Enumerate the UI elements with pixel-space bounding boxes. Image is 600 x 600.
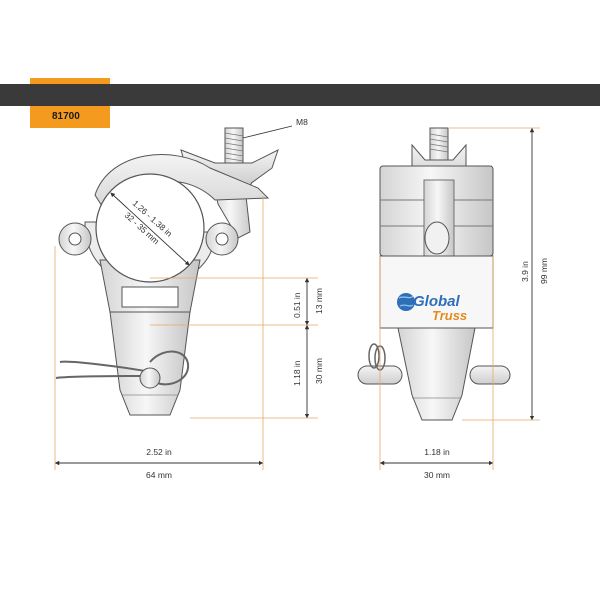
front-spigot	[109, 311, 191, 416]
logo-word-global: Global	[413, 293, 461, 310]
side-view	[357, 127, 511, 421]
front-width-mm: 64 mm	[146, 470, 172, 480]
height-mm: 99 mm	[539, 258, 549, 284]
side-width-mm: 30 mm	[424, 470, 450, 480]
gap-mm: 13 mm	[314, 288, 324, 314]
front-guide-lines	[54, 196, 318, 470]
bolt-size-label: M8	[296, 117, 308, 127]
header-accent-tab	[30, 78, 110, 84]
spigot-in: 1.18 in	[292, 360, 302, 386]
front-view: 1.26 - 1.38 in 32 - 35 mm	[55, 127, 279, 416]
bolt-leader-line	[242, 125, 293, 139]
brand-logo: Global Truss	[397, 293, 467, 323]
gap-in: 0.51 in	[292, 292, 302, 318]
height-in: 3.9 in	[520, 261, 530, 282]
side-guide-lines	[379, 127, 540, 470]
logo-word-truss: Truss	[432, 308, 467, 323]
spigot-mm: 30 mm	[314, 358, 324, 384]
side-width-in: 1.18 in	[424, 447, 450, 457]
front-safety-pin	[55, 350, 190, 389]
product-code: 81700	[30, 106, 110, 128]
front-width-in: 2.52 in	[146, 447, 172, 457]
header-bar	[0, 84, 600, 106]
